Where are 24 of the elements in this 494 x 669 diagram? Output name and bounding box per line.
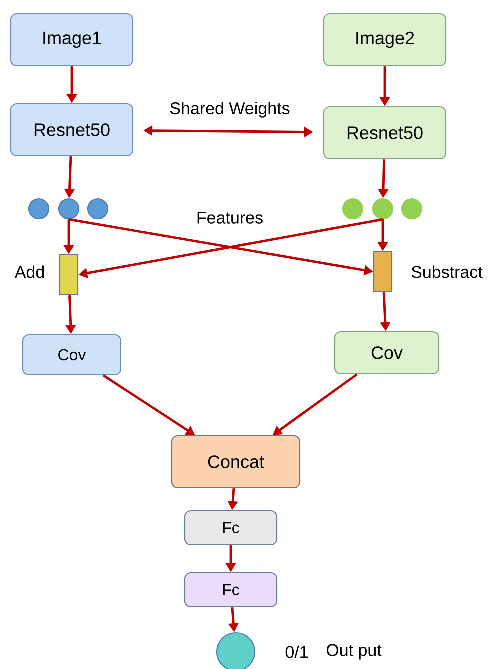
feature-dot [342,198,364,220]
process-box: Cov [22,334,122,376]
operation-bar [373,251,393,293]
process-box: Image2 [323,13,447,67]
feature-dot [58,198,80,220]
edge-label: Shared Weights [168,101,292,119]
operation-bar [59,254,79,296]
process-box: Cov [334,331,440,375]
feature-dot [372,198,394,220]
text-label: Features [198,212,263,224]
process-box: Image1 [10,13,134,67]
side-label: 0/1 [286,646,308,658]
process-box: Fc [184,510,278,546]
process-box: Concat [171,435,301,489]
side-label: Substract [412,266,483,278]
feature-dot [401,198,423,220]
process-box: Fc [184,572,278,608]
process-box: Resnet50 [323,106,447,160]
side-label: Out put [326,644,382,660]
process-box: Resnet50 [10,103,134,157]
output-circle [216,632,256,669]
feature-dot [87,198,109,220]
side-label: Add [14,266,44,278]
feature-dot [28,198,50,220]
